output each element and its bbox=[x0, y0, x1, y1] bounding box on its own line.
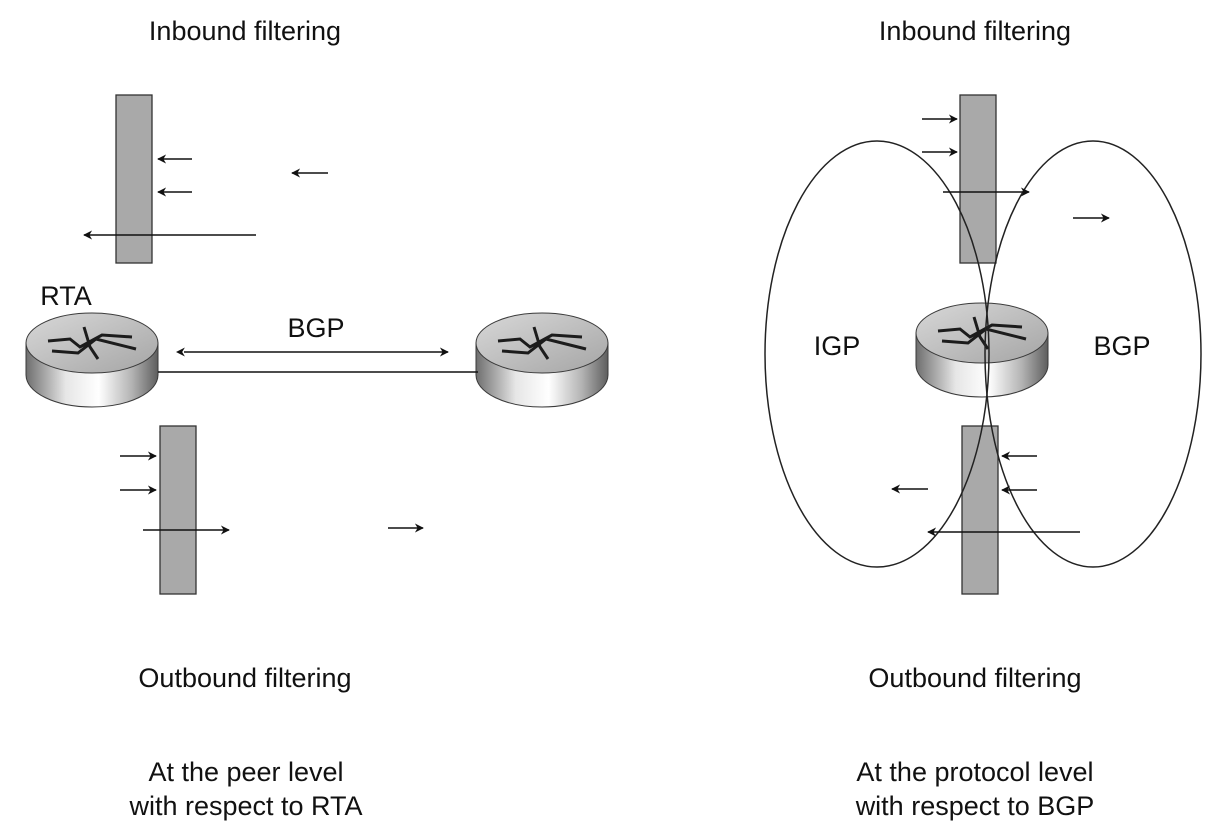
bgp-link-label: BGP bbox=[287, 313, 344, 343]
right-caption-line2: with respect to BGP bbox=[855, 791, 1095, 821]
left-caption-line1: At the peer level bbox=[148, 757, 343, 787]
right-inbound-label: Inbound filtering bbox=[879, 16, 1071, 46]
igp-ellipse bbox=[764, 140, 990, 568]
left-outbound-filter-bar bbox=[159, 425, 197, 595]
right-outbound-label: Outbound filtering bbox=[868, 663, 1081, 693]
left-inbound-label: Inbound filtering bbox=[149, 16, 341, 46]
left-panel: Inbound filtering RTA BGP Outbound filte bbox=[25, 16, 609, 821]
igp-label: IGP bbox=[814, 331, 861, 361]
left-caption-line2: with respect to RTA bbox=[128, 791, 362, 821]
bgp-ellipse bbox=[984, 140, 1202, 568]
right-inbound-filter-bar bbox=[959, 94, 997, 264]
right-panel: Inbound filtering IGP BGP Outbound filte… bbox=[764, 16, 1202, 821]
left-inbound-filter-bar bbox=[115, 94, 153, 264]
router-icon bbox=[475, 312, 609, 408]
rta-label: RTA bbox=[40, 281, 92, 311]
router-icon bbox=[25, 312, 159, 408]
router-icon bbox=[915, 302, 1049, 398]
right-caption-line1: At the protocol level bbox=[856, 757, 1093, 787]
bgp-label: BGP bbox=[1093, 331, 1150, 361]
left-outbound-label: Outbound filtering bbox=[138, 663, 351, 693]
right-outbound-filter-bar bbox=[961, 425, 999, 595]
